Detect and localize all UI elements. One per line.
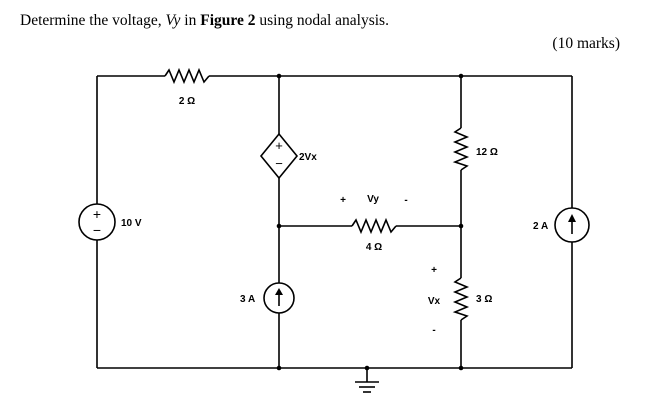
vx-label: Vx <box>428 296 441 307</box>
resistor-4-ohm-label: 4 Ω <box>366 242 382 253</box>
vx-plus: + <box>431 265 437 276</box>
question-suffix: using nodal analysis. <box>255 12 389 29</box>
voltage-source-label: 10 V <box>121 218 142 229</box>
dependent-source-minus: − <box>275 156 283 171</box>
junction-dots <box>276 73 464 371</box>
dependent-source-plus: + <box>275 138 283 153</box>
voltage-source-plus: + <box>93 206 101 222</box>
question-figure-ref: Figure 2 <box>200 12 256 29</box>
resistor-2-ohm: 2 Ω <box>164 67 210 107</box>
resistor-3-ohm-label: 3 Ω <box>476 294 492 305</box>
question-variable: Vy <box>165 12 181 29</box>
current-source-3a-label: 3 A <box>240 294 255 305</box>
voltage-source-minus: − <box>93 222 101 238</box>
vy-label: Vy <box>367 194 379 205</box>
current-source-3a: 3 A <box>240 282 295 314</box>
resistor-12-ohm-label: 12 Ω <box>476 147 498 158</box>
vx-minus: - <box>432 325 435 336</box>
dependent-source-label: 2Vx <box>299 152 317 163</box>
question-middle: in <box>180 12 201 29</box>
current-source-2a-label: 2 A <box>533 221 548 232</box>
vy-minus: - <box>404 195 407 206</box>
question-prefix: Determine the voltage, <box>20 12 166 29</box>
vy-plus: + <box>340 195 346 206</box>
resistor-3-ohm: 3 Ω Vx + - <box>428 265 492 336</box>
arrow-up-icon <box>568 214 576 222</box>
dependent-source-2vx: + − 2Vx <box>259 132 317 180</box>
voltage-source-10v: + − 10 V <box>78 203 142 241</box>
wires <box>96 75 573 393</box>
arrow-up-icon <box>275 288 283 295</box>
marks-label: (10 marks) <box>552 35 620 52</box>
current-source-2a: 2 A <box>533 207 590 243</box>
question-text: Determine the voltage, Vy in Figure 2 us… <box>20 12 389 30</box>
resistor-4-ohm: 4 Ω Vy + - <box>340 194 408 253</box>
resistor-2-ohm-label: 2 Ω <box>179 96 195 107</box>
resistor-12-ohm: 12 Ω <box>452 127 498 171</box>
